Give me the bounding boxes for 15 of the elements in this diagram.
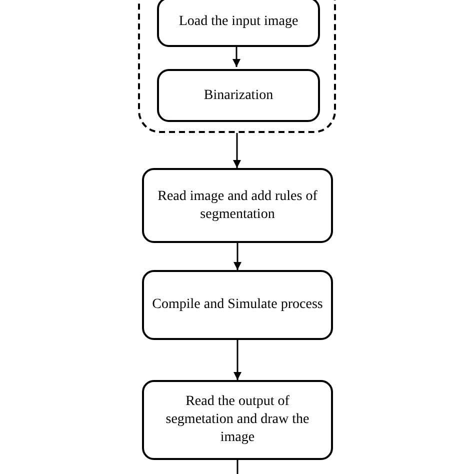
step-text: Load the input image [178, 13, 298, 31]
step-text: Read image and add rules of segmentation [156, 188, 318, 224]
process-box [157, 0, 320, 47]
process-box [142, 168, 333, 243]
process-box [142, 380, 333, 460]
arrow [234, 340, 242, 380]
step-text: Compile and Simulate process [152, 296, 323, 314]
step-text: Binarization [204, 86, 274, 104]
group-box [138, 0, 336, 133]
process-box [142, 270, 333, 340]
arrow [232, 45, 240, 67]
process-box [157, 69, 320, 122]
arrow [234, 243, 242, 270]
arrow [233, 133, 241, 168]
step-text: Read the output of segmetation and draw the image [164, 393, 310, 447]
